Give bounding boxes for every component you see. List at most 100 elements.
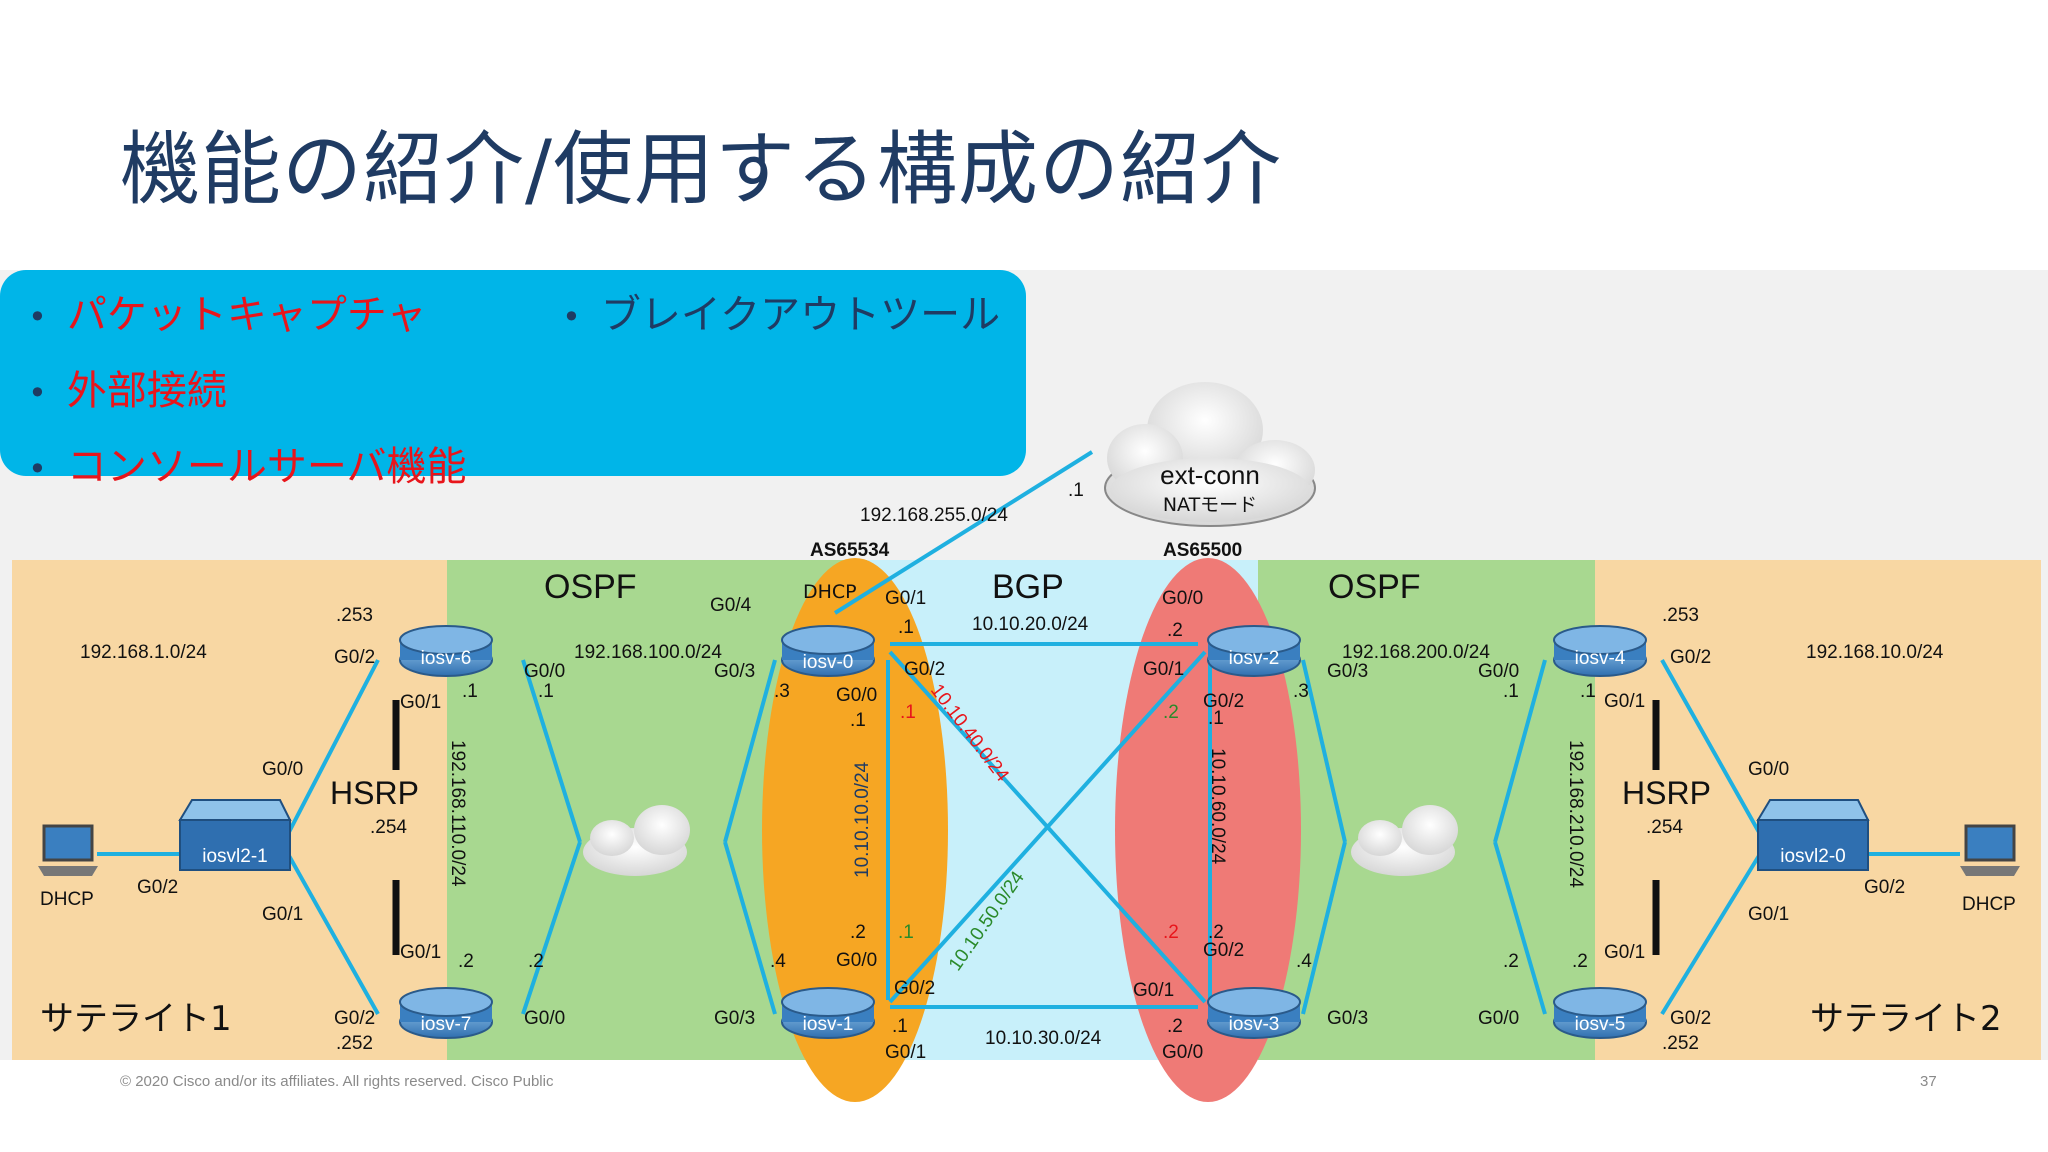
diagram-text-ports-g01: G0/1: [1748, 904, 1789, 925]
switch-iosvl2-0[interactable]: [1756, 799, 1870, 871]
hsrp-left-title: HSRP: [330, 775, 419, 811]
diagram-text-ports-g01: G0/1: [1604, 942, 1645, 963]
diagram-text-ports-g00: G0/0: [1478, 661, 1519, 682]
diagram-text-hosts-h2: .2: [1503, 951, 1519, 972]
diagram-text-hosts-h3: .3: [774, 681, 790, 702]
diagram-text-hosts-h3: .3: [1293, 681, 1309, 702]
diagram-text-ports-g01: G0/1: [1133, 980, 1174, 1001]
net-192-168-210: 192.168.210.0/24: [1565, 740, 1586, 888]
diagram-text-ports-g02: G0/2: [334, 647, 375, 668]
net-10-10-60: 10.10.60.0/24: [1207, 748, 1228, 865]
diagram-text-ports-g01: G0/1: [885, 588, 926, 609]
diagram-text-ports-g01: G0/1: [400, 942, 441, 963]
ospf-right-title: OSPF: [1328, 568, 1421, 606]
diagram-text-ports-g02: G0/2: [894, 978, 935, 999]
page-title: 機能の紹介/使用する構成の紹介: [120, 123, 1282, 216]
diagram-text-ports-g01: G0/1: [1604, 691, 1645, 712]
satellite2-title: サテライト2: [1810, 999, 2002, 1039]
iosv-2-label: iosv-2: [1229, 648, 1280, 669]
iosv-7-label: iosv-7: [421, 1014, 472, 1035]
feature-console: •コンソールサーバ機能: [28, 444, 467, 490]
diagram-labels: iosv-6 iosv-7 iosv-0 iosv-1 iosv-2 iosv-…: [40, 460, 2016, 1063]
diagram-text-hosts-h2: .2: [1163, 922, 1179, 943]
diagram-text-ports-g00: G0/0: [262, 759, 303, 780]
links: [97, 450, 1960, 1016]
net-10-10-30: 10.10.30.0/24: [985, 1028, 1102, 1049]
diagram-text-ports-g00: G0/0: [524, 661, 565, 682]
diagram-text-hosts-h2: .2: [850, 922, 866, 943]
diagram-text-ports-g02: G0/2: [1203, 940, 1244, 961]
switch-iosvl2-1[interactable]: [178, 799, 292, 871]
diagram-text-ports-g00: G0/0: [1162, 588, 1203, 609]
iosv-6-label: iosv-6: [421, 648, 472, 669]
diagram-text-hosts-h253: .253: [1662, 605, 1699, 626]
diagram-text-ports-g01: G0/1: [262, 904, 303, 925]
feature-packet-capture: •パケットキャプチャ: [28, 292, 427, 338]
diagram-text-ports-g00: G0/0: [1748, 759, 1789, 780]
pc-right-label: DHCP: [1962, 894, 2016, 915]
diagram-text-hosts-h254: .254: [1646, 817, 1683, 838]
diagram-text-ports-g02: G0/2: [1864, 877, 1905, 898]
net-192-168-1: 192.168.1.0/24: [80, 642, 207, 663]
diagram-text-ports-g03: G0/3: [1327, 661, 1368, 682]
diagram-text-hosts-h1: .1: [898, 617, 914, 638]
diagram-text-hosts-h2: .2: [1572, 951, 1588, 972]
ospf-left-title: OSPF: [544, 568, 637, 606]
diagram-text-hosts-h2: .2: [528, 951, 544, 972]
net-192-168-200: 192.168.200.0/24: [1342, 642, 1490, 663]
as65534-ellipse: [762, 558, 948, 1102]
diagram-text-hosts-h1: .1: [462, 681, 478, 702]
nat-mode-label: NATモード: [1163, 494, 1257, 516]
diagram-text-hosts-h2: .2: [458, 951, 474, 972]
diagram-text-ports-g02: G0/2: [1670, 1008, 1711, 1029]
router-iosv-1[interactable]: [781, 987, 875, 1039]
router-iosv-3[interactable]: [1207, 987, 1301, 1039]
ext-net-label: 192.168.255.0/24: [860, 505, 1008, 526]
feature-breakout: •ブレイクアウトツール: [562, 292, 1001, 338]
diagram-text-ports-g03: G0/3: [714, 661, 755, 682]
diagram-text-hosts-h1: .1: [1208, 708, 1224, 729]
hsrp-right-title: HSRP: [1622, 775, 1711, 811]
ext-conn-label: ext-conn: [1160, 460, 1260, 490]
net-10-10-20: 10.10.20.0/24: [972, 614, 1089, 635]
router-iosv-5[interactable]: [1553, 987, 1647, 1039]
footer-copyright: © 2020 Cisco and/or its affiliates. All …: [120, 1073, 554, 1090]
diagram-text-ports-g01: G0/1: [1143, 659, 1184, 680]
router-iosv-0[interactable]: [781, 625, 875, 677]
net-192-168-10: 192.168.10.0/24: [1806, 642, 1944, 663]
diagram-text-hosts-h1: .1: [892, 1016, 908, 1037]
ext-ip-label: .1: [1068, 480, 1084, 501]
router-iosv-2[interactable]: [1207, 625, 1301, 677]
router-iosv-6[interactable]: [399, 625, 493, 677]
diagram-text-hosts-h2: .2: [1208, 922, 1224, 943]
diagram-text-ports-g03: G0/3: [714, 1008, 755, 1029]
diagram-text-hosts-h1: .1: [850, 710, 866, 731]
bgp-title: BGP: [992, 568, 1064, 606]
cloud-left: [583, 805, 690, 876]
diagram-text-ports-g02: G0/2: [334, 1008, 375, 1029]
router-iosv-4[interactable]: [1553, 625, 1647, 677]
iosv-0-label: iosv-0: [803, 652, 854, 673]
diagram-text-ports-g02: G0/2: [904, 659, 945, 680]
pc-right-icon[interactable]: [1960, 824, 2020, 876]
router-iosv-7[interactable]: [399, 987, 493, 1039]
diagram-text-hosts-h252: .252: [1662, 1033, 1699, 1054]
diagram-text-hosts-h1: .1: [1580, 681, 1596, 702]
diagram-text-ports-g04: G0/4: [710, 595, 752, 616]
diagram-text-hosts-h254: .254: [370, 817, 407, 838]
diagram-text-hosts-h4: .4: [770, 951, 786, 972]
page-number: 37: [1920, 1073, 1937, 1090]
diagram-text-ports-g03: G0/3: [1327, 1008, 1368, 1029]
diagram-text-ports-g00: G0/0: [1478, 1008, 1519, 1029]
diagram-text-ports-g00: G0/0: [836, 685, 877, 706]
diagram-text-hosts-h1: .1: [538, 681, 554, 702]
as65534-label: AS65534: [810, 540, 890, 561]
diagram-text-hosts-h4: .4: [1296, 951, 1312, 972]
diagram-text-ports-g01: G0/1: [885, 1042, 926, 1063]
diagram-text-ports-g01: G0/1: [400, 692, 441, 713]
diagram-text-ports-g02: G0/2: [1203, 691, 1244, 712]
pc-left-icon[interactable]: [38, 824, 98, 876]
diagram-text-ports-g00: G0/0: [836, 950, 877, 971]
net-10-10-10: 10.10.10.0/24: [852, 761, 873, 878]
